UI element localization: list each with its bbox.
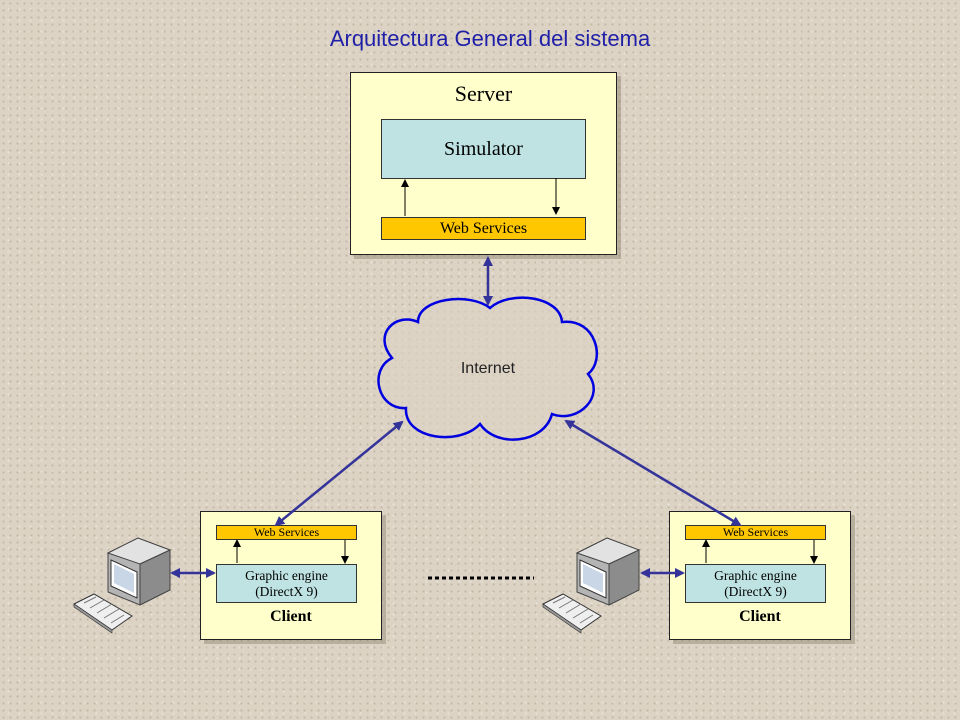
cloud-icon bbox=[377, 296, 598, 441]
client-right-label: Client bbox=[739, 608, 781, 625]
client-left-label: Client bbox=[270, 608, 312, 625]
page-title: Arquitectura General del sistema bbox=[329, 26, 651, 51]
link-internet-right-client bbox=[564, 419, 742, 527]
simulator-box: Simulator bbox=[381, 119, 586, 179]
internet-label: Internet bbox=[460, 360, 516, 377]
engine-line-2: (DirectX 9) bbox=[724, 583, 787, 599]
engine-line-1: Graphic engine bbox=[245, 567, 328, 583]
client-right-graphic-engine: Graphic engine (DirectX 9) bbox=[685, 564, 826, 603]
engine-line-2: (DirectX 9) bbox=[255, 583, 318, 599]
server-label: Server bbox=[454, 81, 513, 106]
keyboard-icon bbox=[542, 593, 602, 634]
computer-icon bbox=[575, 537, 641, 606]
server-web-services: Web Services bbox=[381, 217, 586, 240]
computer-icon bbox=[106, 537, 172, 606]
client-right-web-services: Web Services bbox=[685, 525, 826, 540]
keyboard-icon bbox=[73, 593, 133, 634]
server-box: Server Simulator Web Services bbox=[350, 72, 617, 255]
client-box-left: Web Services Graphic engine (DirectX 9) … bbox=[200, 511, 382, 640]
client-left-graphic-engine: Graphic engine (DirectX 9) bbox=[216, 564, 357, 603]
client-box-right: Web Services Graphic engine (DirectX 9) … bbox=[669, 511, 851, 640]
link-internet-left-client bbox=[274, 420, 404, 527]
engine-line-1: Graphic engine bbox=[714, 567, 797, 583]
